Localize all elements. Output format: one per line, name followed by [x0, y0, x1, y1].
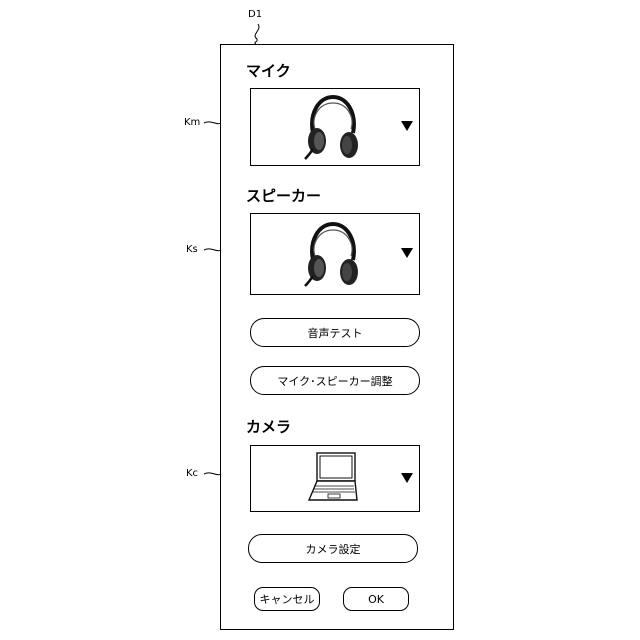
cancel-label: キャンセル — [260, 591, 315, 607]
mic-speaker-adjust-label: マイク･スピーカー調整 — [277, 373, 392, 389]
audio-test-label: 音声テスト — [308, 325, 363, 341]
camera-settings-button[interactable]: カメラ設定 — [248, 534, 418, 563]
headset-icon — [303, 93, 363, 163]
mic-speaker-adjust-button[interactable]: マイク･スピーカー調整 — [250, 366, 420, 395]
mic-device-dropdown[interactable] — [250, 88, 420, 166]
mic-dropdown-arrow-icon[interactable] — [401, 121, 413, 131]
audio-test-button[interactable]: 音声テスト — [250, 318, 420, 347]
headset-icon — [303, 220, 363, 290]
cancel-button[interactable]: キャンセル — [254, 587, 320, 611]
speaker-ref-label: Ks — [186, 245, 198, 255]
camera-section-label: カメラ — [246, 420, 291, 435]
ok-button[interactable]: OK — [343, 587, 409, 611]
dialog-ref-label: D1 — [248, 10, 262, 20]
camera-dropdown-arrow-icon[interactable] — [401, 473, 413, 483]
camera-settings-label: カメラ設定 — [306, 541, 361, 557]
mic-section-label: マイク — [246, 64, 291, 79]
speaker-dropdown-arrow-icon[interactable] — [401, 248, 413, 258]
camera-ref-label: Kc — [186, 469, 198, 479]
laptop-icon — [305, 452, 361, 504]
dialog-ref-leader — [255, 24, 259, 44]
speaker-device-dropdown[interactable] — [250, 213, 420, 295]
ok-label: OK — [368, 593, 384, 606]
speaker-section-label: スピーカー — [246, 189, 321, 204]
mic-ref-label: Km — [184, 118, 200, 128]
camera-device-dropdown[interactable] — [250, 445, 420, 512]
